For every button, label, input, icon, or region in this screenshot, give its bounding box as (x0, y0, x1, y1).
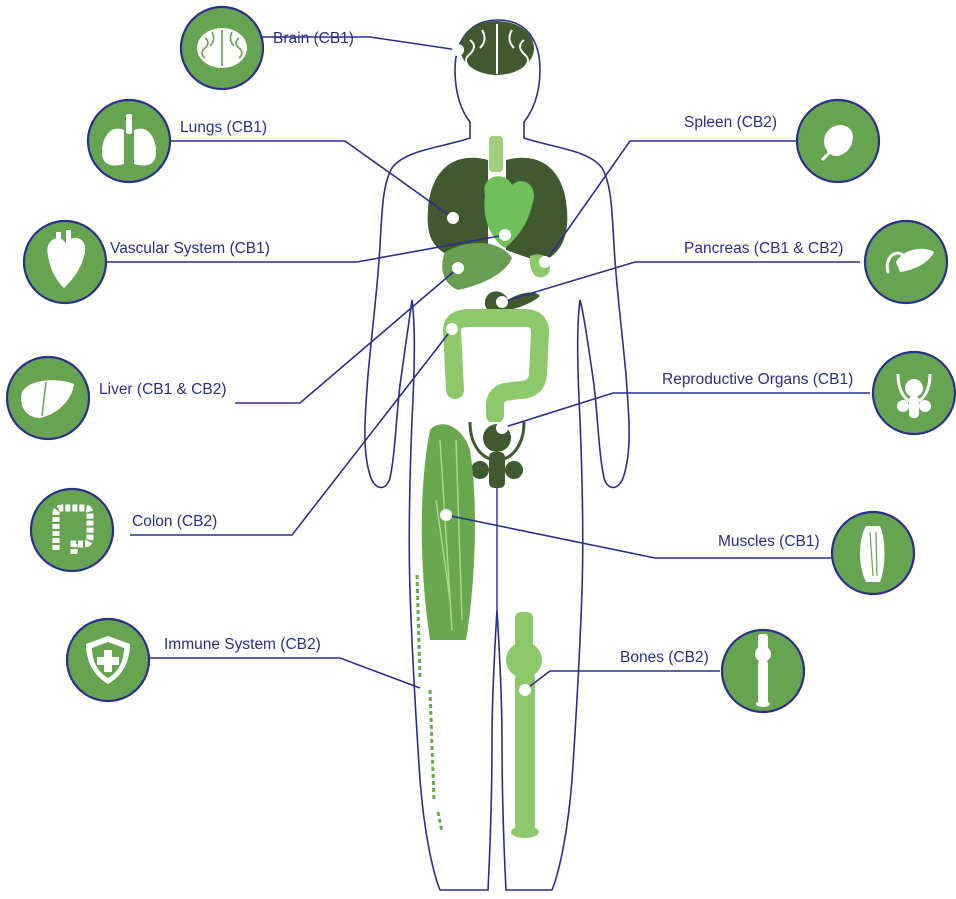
label-lungs: Lungs (CB1) (180, 119, 267, 136)
reproductive-badge (873, 352, 955, 434)
label-liver: Liver (CB1 & CB2) (99, 381, 226, 398)
immune-badge (67, 619, 149, 701)
label-reproductive: Reproductive Organs (CB1) (662, 371, 853, 388)
muscle-organ (422, 424, 475, 640)
label-bones: Bones (CB2) (620, 649, 709, 666)
vascular-badge (24, 221, 106, 303)
label-colon: Colon (CB2) (132, 513, 217, 530)
muscle-icon (860, 526, 885, 582)
spleen-badge (797, 100, 879, 182)
colon-badge (31, 489, 113, 571)
label-spleen: Spleen (CB2) (684, 114, 777, 131)
brain-badge (181, 7, 263, 89)
label-pancreas: Pancreas (CB1 & CB2) (684, 240, 843, 257)
brain-icon (197, 28, 247, 68)
label-muscles: Muscles (CB1) (718, 533, 820, 550)
muscles-badge (832, 512, 914, 594)
label-immune: Immune System (CB2) (164, 636, 321, 653)
bones-badge (722, 630, 804, 712)
liver-badge (7, 357, 89, 439)
pancreas-badge (865, 221, 947, 303)
label-brain: Brain (CB1) (273, 30, 354, 47)
label-vascular: Vascular System (CB1) (110, 240, 270, 257)
lungs-badge (88, 100, 170, 182)
trachea (489, 136, 503, 172)
